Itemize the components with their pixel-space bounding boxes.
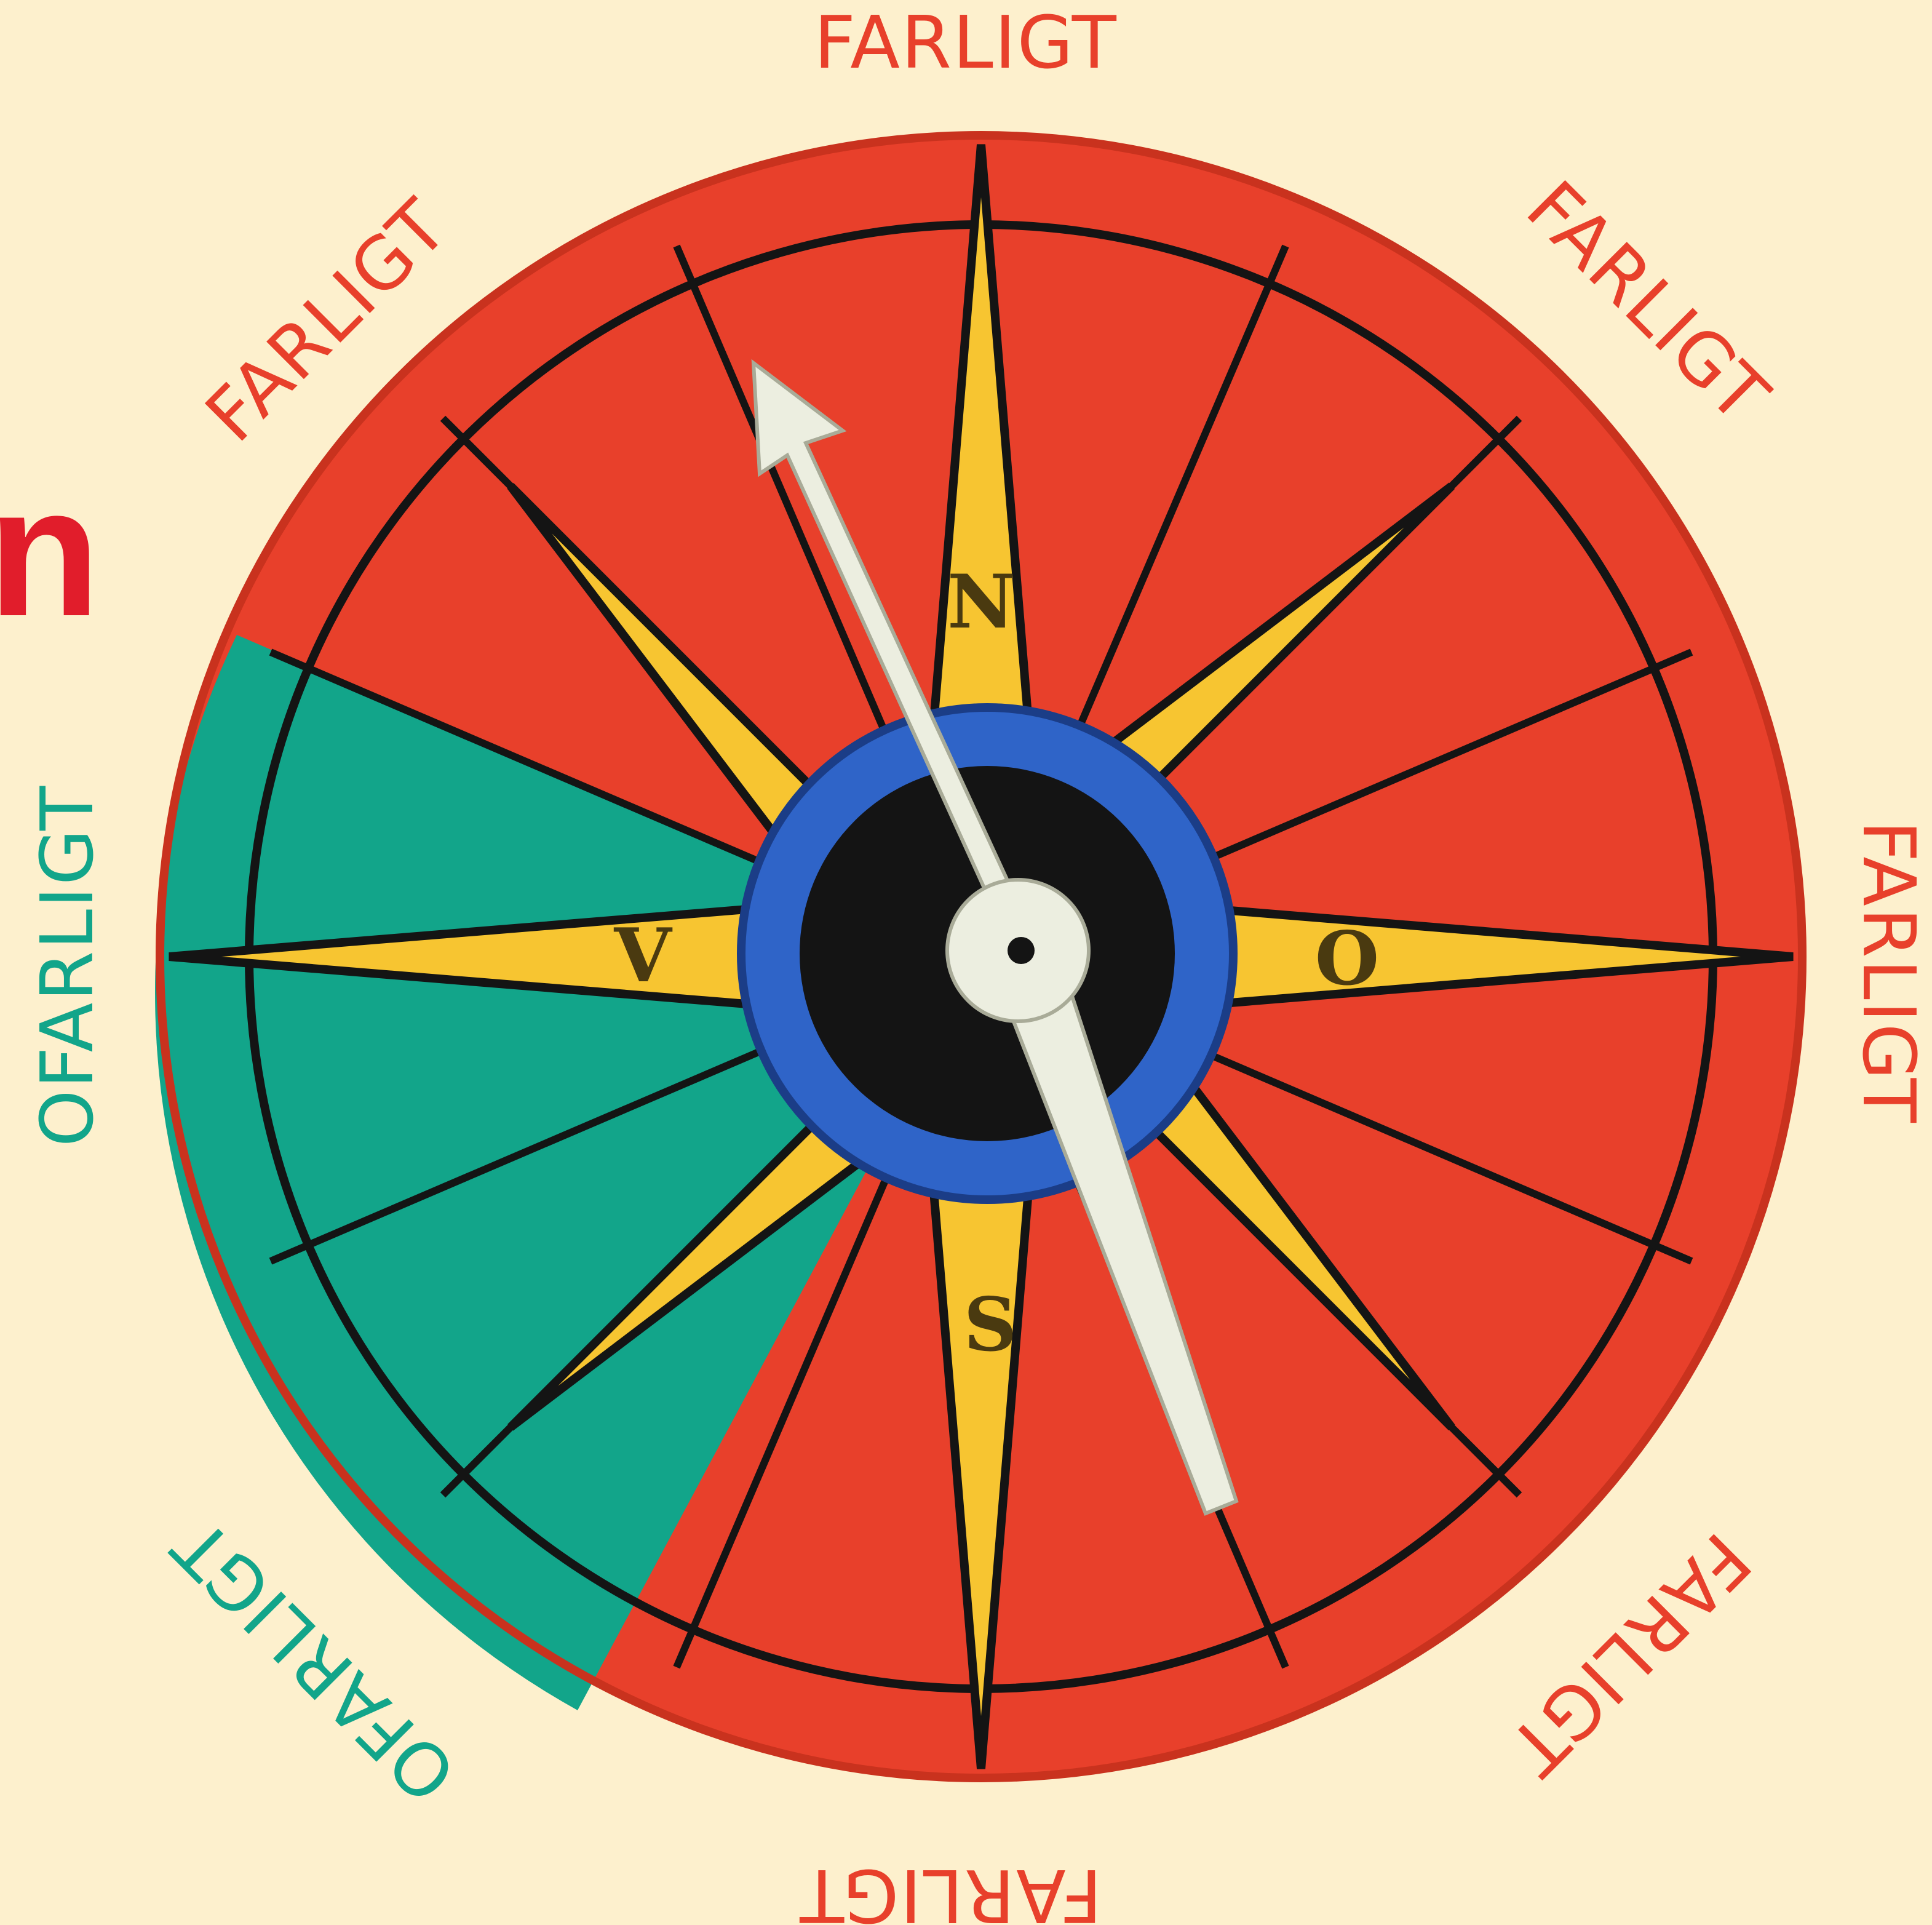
- label-north: FARLIGT: [814, 0, 1118, 85]
- cardinal-east-letter: O: [1315, 915, 1380, 1002]
- label-south: FARLIGT: [798, 1853, 1102, 1925]
- cardinal-west-letter: V: [613, 912, 672, 999]
- heading-fragment: n: [0, 448, 100, 655]
- cardinal-south-letter: S: [964, 1281, 1017, 1368]
- label-west: OFARLIGT: [25, 785, 109, 1147]
- cardinal-north-letter: N: [947, 559, 1015, 645]
- label-east: FARLIGT: [1847, 820, 1931, 1124]
- needle-pivot: [1008, 937, 1035, 964]
